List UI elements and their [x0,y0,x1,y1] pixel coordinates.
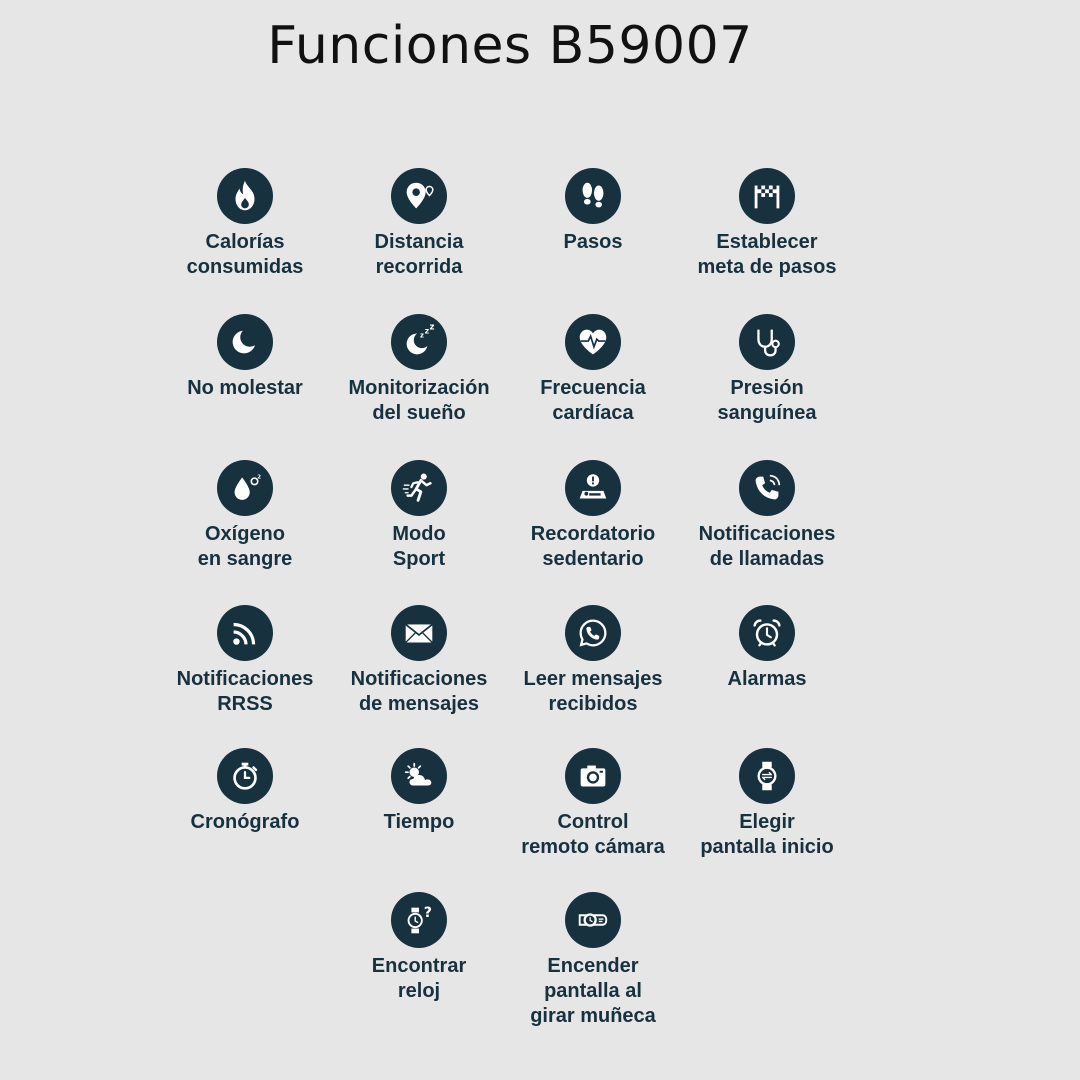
whatsapp-icon [565,605,621,661]
feature-label: Control remoto cámara [521,811,665,858]
feature-label: Elegir pantalla inicio [700,811,834,858]
feature-label: Leer mensajes recibidos [523,668,663,715]
envelope-icon [391,605,447,661]
stethoscope-icon [739,314,795,370]
feature-label: Distancia recorrida [374,231,464,278]
feature-label: No molestar [187,377,303,399]
moon-icon [217,314,273,370]
feature-label: Encontrar reloj [371,955,467,1002]
feature-label: Notificaciones de llamadas [698,523,836,570]
feature-label: Notificaciones de mensajes [350,668,488,715]
stopwatch-icon [217,748,273,804]
feature-call-notifications: Notificaciones de llamadas [679,460,855,572]
running-icon [391,460,447,516]
feature-find-watch: ? Encontrar reloj [331,892,507,1004]
heart-rate-icon [565,314,621,370]
blood-oxygen-icon: 2 [217,460,273,516]
feature-read-messages: Leer mensajes recibidos [505,605,681,717]
feature-steps: Pasos [505,168,681,255]
svg-text:z: z [429,323,434,333]
finish-flag-icon [739,168,795,224]
feature-social-notifications: Notificaciones RRSS [157,605,333,717]
wrist-raise-icon [565,892,621,948]
feature-label: Modo Sport [392,523,446,570]
feature-alarms: Alarmas [679,605,855,692]
feature-label: Recordatorio sedentario [530,523,656,570]
find-watch-icon: ? [391,892,447,948]
svg-text:2: 2 [257,475,261,481]
feature-sport-mode: Modo Sport [331,460,507,572]
feature-label: Presión sanguínea [717,377,817,424]
feature-label: Alarmas [727,668,807,690]
feature-distance: Distancia recorrida [331,168,507,280]
sedentary-alert-icon [565,460,621,516]
page-title: Funciones B59007 [267,16,753,76]
feature-label: Oxígeno en sangre [197,523,293,570]
feature-blood-pressure: Presión sanguínea [679,314,855,426]
feature-calories: Calorías consumidas [157,168,333,280]
alarm-clock-icon [739,605,795,661]
feature-label: Monitorización del sueño [348,377,490,424]
feature-step-goal: Establecer meta de pasos [679,168,855,280]
feature-label: Cronógrafo [190,811,300,833]
feature-message-notifications: Notificaciones de mensajes [331,605,507,717]
feature-label: Encender pantalla al girar muñeca [530,955,656,1027]
rss-icon [217,605,273,661]
feature-heart-rate: Frecuencia cardíaca [505,314,681,426]
feature-label: Establecer meta de pasos [697,231,837,278]
svg-text:z: z [425,326,430,335]
feature-blood-oxygen: 2 Oxígeno en sangre [157,460,333,572]
footprints-icon [565,168,621,224]
feature-camera-remote: Control remoto cámara [505,748,681,860]
phone-call-icon [739,460,795,516]
feature-weather: Tiempo [331,748,507,835]
feature-label: Pasos [563,231,623,253]
map-pin-icon [391,168,447,224]
feature-do-not-disturb: No molestar [157,314,333,401]
feature-choose-home-screen: Elegir pantalla inicio [679,748,855,860]
feature-label: Frecuencia cardíaca [540,377,646,424]
fire-icon [217,168,273,224]
watch-face-icon [739,748,795,804]
svg-text:z: z [420,331,424,339]
feature-chronograph: Cronógrafo [157,748,333,835]
feature-wrist-raise: Encender pantalla al girar muñeca [505,892,681,1029]
svg-text:?: ? [424,905,432,921]
weather-icon [391,748,447,804]
camera-icon [565,748,621,804]
feature-sedentary-reminder: Recordatorio sedentario [505,460,681,572]
feature-label: Tiempo [383,811,455,833]
feature-label: Notificaciones RRSS [176,668,314,715]
feature-label: Calorías consumidas [186,231,304,278]
